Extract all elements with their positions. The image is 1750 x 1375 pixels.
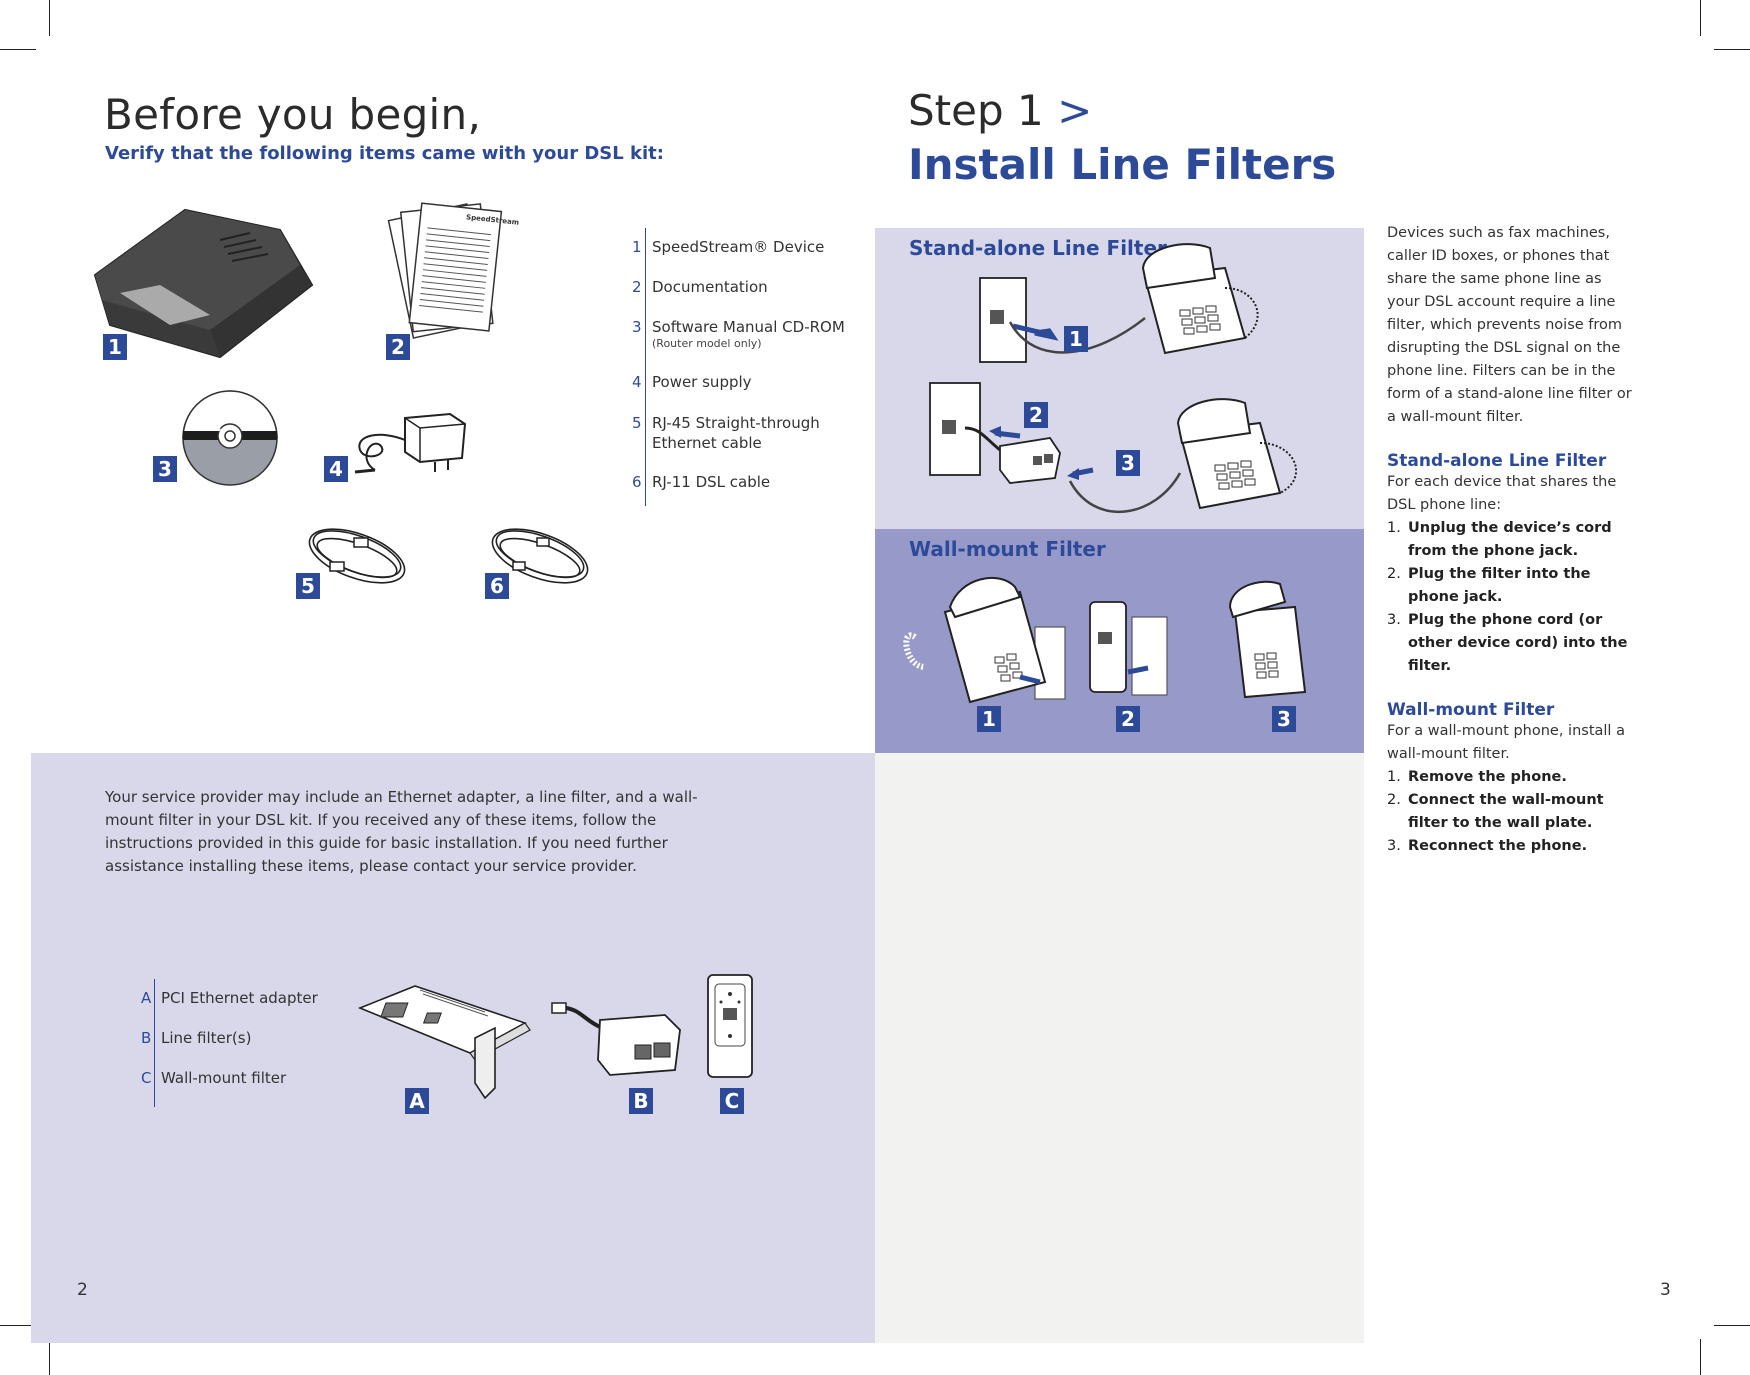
list-item: 2.Connect the wall-mount filter to the w… <box>1387 792 1604 831</box>
list-item: A PCI Ethernet adapter <box>141 989 318 1007</box>
grey-panel <box>875 753 1364 1343</box>
cd-rom-illustration <box>182 390 278 486</box>
wallmount-filter-illustration <box>903 577 1307 704</box>
dsl-cable-illustration <box>491 528 589 584</box>
list-item: 3 Software Manual CD-ROM (Router model o… <box>632 318 845 350</box>
item-badge-3: 3 <box>153 456 177 482</box>
step-label: Step 1 > <box>908 86 1093 135</box>
power-supply-illustration <box>354 412 467 474</box>
standalone-step-badge-3: 3 <box>1116 450 1140 476</box>
crop-mark <box>49 0 50 36</box>
wallmount-intro: For a wall-mount phone, install a wall-m… <box>1387 723 1625 762</box>
documentation-illustration <box>387 202 503 339</box>
list-item: 3.Plug the phone cord (or other device c… <box>1387 612 1628 674</box>
chevron-right-icon: > <box>1057 86 1093 135</box>
page-number-right: 3 <box>1660 1280 1671 1300</box>
extra-badge-a: A <box>405 1088 429 1114</box>
crop-mark <box>1714 49 1750 50</box>
line-filter-illustration <box>551 1002 681 1076</box>
wallmount-step-badge-2: 2 <box>1116 706 1140 732</box>
extra-badge-c: C <box>720 1088 744 1114</box>
list-item: B Line filter(s) <box>141 1029 252 1047</box>
crop-mark <box>1714 1325 1750 1326</box>
standalone-filter-illustration <box>929 243 1298 514</box>
list-item: 5 RJ-45 Straight-through Ethernet cable <box>632 414 820 452</box>
standalone-steps: 1.Unplug the device’s cord from the phon… <box>1387 517 1637 678</box>
item-badge-2: 2 <box>386 334 410 360</box>
crop-mark <box>1700 1339 1701 1375</box>
standalone-intro: For each device that shares the DSL phon… <box>1387 474 1617 513</box>
speedstream-device-illustration <box>93 208 314 359</box>
item-badge-1: 1 <box>103 334 127 360</box>
instructions-column: Devices such as fax machines, caller ID … <box>1387 222 1637 858</box>
wallmount-step-badge-3: 3 <box>1272 706 1296 732</box>
provider-note: Your service provider may include an Eth… <box>105 788 698 875</box>
list-item: 1 SpeedStream® Device <box>632 238 825 256</box>
standalone-step-badge-1: 1 <box>1064 326 1088 352</box>
ethernet-cable-illustration <box>308 528 406 584</box>
item-badge-5: 5 <box>296 573 320 599</box>
wallmount-step-badge-1: 1 <box>977 706 1001 732</box>
extras-list: A PCI Ethernet adapter B Line filter(s) … <box>141 979 335 1107</box>
list-item: 3.Reconnect the phone. <box>1387 838 1588 854</box>
crop-mark <box>0 49 36 50</box>
standalone-step-badge-2: 2 <box>1024 402 1048 428</box>
list-item: 2 Documentation <box>632 278 768 296</box>
list-item: 1.Unplug the device’s cord from the phon… <box>1387 520 1612 559</box>
item-badge-6: 6 <box>485 573 509 599</box>
intro-paragraph: Devices such as fax machines, caller ID … <box>1387 225 1632 425</box>
step-title: Install Line Filters <box>908 140 1337 189</box>
standalone-filter-panel <box>875 228 1364 529</box>
list-item: 1.Remove the phone. <box>1387 769 1567 785</box>
wallmount-steps: 1.Remove the phone. 2.Connect the wall-m… <box>1387 766 1637 858</box>
item-note: (Router model only) <box>652 337 762 350</box>
crop-mark <box>0 1325 36 1326</box>
item-badge-4: 4 <box>324 456 348 482</box>
page-title: Before you begin, <box>104 90 482 139</box>
page-number-left: 2 <box>77 1280 88 1300</box>
crop-mark <box>49 1339 50 1375</box>
pci-ethernet-adapter-illustration <box>357 985 531 1100</box>
list-item: 4 Power supply <box>632 373 752 391</box>
list-item: C Wall-mount filter <box>141 1069 287 1087</box>
cd-brand-label: SIEMENS <box>186 425 222 433</box>
wall-mount-filter-illustration <box>707 974 753 1078</box>
list-item: 2.Plug the filter into the phone jack. <box>1387 566 1591 605</box>
list-item: 6 RJ-11 DSL cable <box>632 473 771 491</box>
wallmount-heading: Wall-mount Filter <box>1387 700 1555 720</box>
wallmount-panel-title: Wall-mount Filter <box>909 537 1106 561</box>
standalone-panel-title: Stand-alone Line Filter <box>909 236 1167 260</box>
standalone-heading: Stand-alone Line Filter <box>1387 451 1607 471</box>
page-subtitle: Verify that the following items came wit… <box>105 143 664 164</box>
extra-badge-b: B <box>629 1088 653 1114</box>
crop-mark <box>1700 0 1701 36</box>
kit-items-list: 1 SpeedStream® Device 2 Documentation 3 … <box>632 228 856 506</box>
